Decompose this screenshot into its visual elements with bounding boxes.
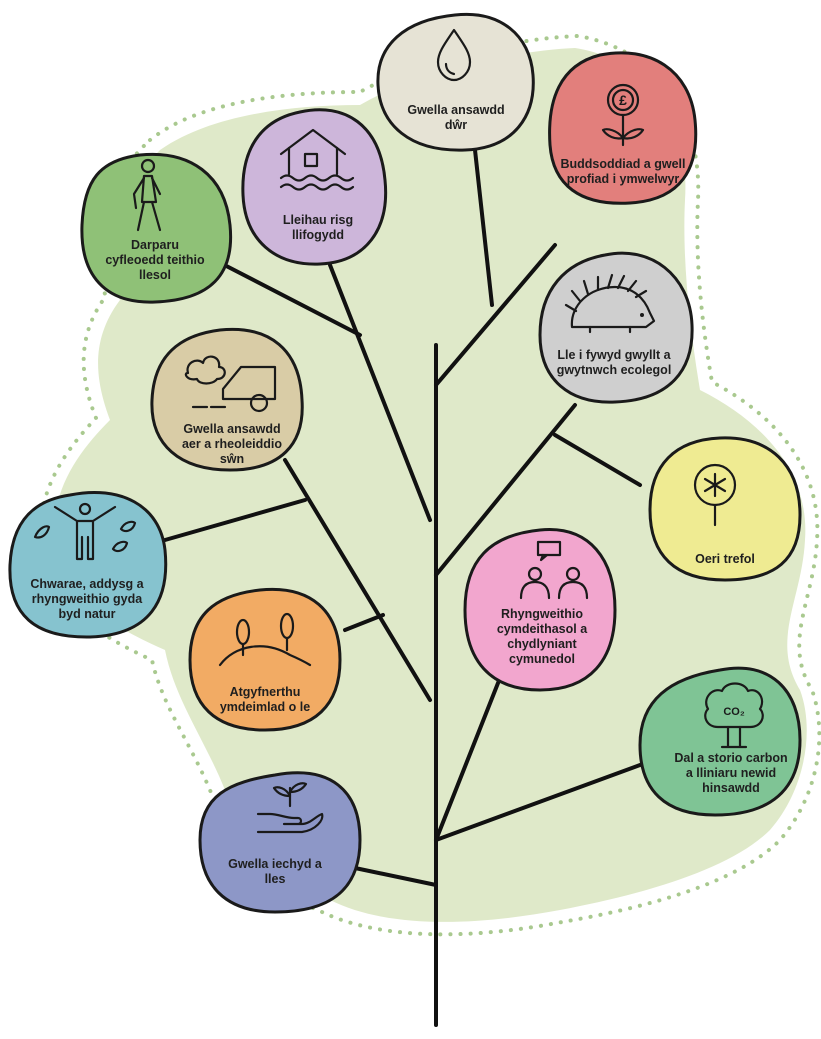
benefit-label-line: hinsawdd (702, 781, 760, 795)
snowflake-tree-icon (693, 463, 737, 527)
benefit-label-line: profiad i ymwelwyr (567, 172, 680, 186)
co2-tree-icon: CO₂ (704, 682, 764, 749)
branch-flood (328, 263, 432, 522)
branch-water (473, 148, 494, 307)
benefit-carbon-blob (638, 666, 802, 817)
benefit-label-line: Lle i fywyd gwyllt a (557, 348, 671, 362)
money-flower-icon: £ (601, 83, 645, 147)
benefit-label-line: chydlyniant (507, 637, 577, 651)
benefit-label-line: dŵr (445, 118, 467, 132)
benefit-label-line: sŵn (220, 452, 244, 466)
branch-place (343, 613, 385, 632)
branch-play (163, 498, 307, 542)
benefit-label-line: cymunedol (509, 652, 575, 666)
walking-person-icon (132, 158, 162, 232)
benefit-label-line: lles (265, 872, 286, 886)
svg-text:£: £ (619, 92, 627, 108)
person-leaves-icon (33, 502, 137, 561)
tree-trunk-branches (163, 148, 642, 1027)
flooded-house-icon (279, 128, 355, 191)
benefit-label-line: Lleihau risg (283, 213, 353, 227)
hill-trees-icon (218, 612, 312, 667)
benefit-label-line: byd natur (59, 607, 116, 621)
branch-social (434, 676, 502, 842)
benefit-label-line: Darparu (131, 238, 179, 252)
benefit-label-line: a lliniaru newid (686, 766, 776, 780)
branch-investment (434, 243, 557, 387)
benefit-label-line: ymdeimlad o le (220, 700, 310, 714)
benefit-cooling-blob (648, 436, 802, 582)
car-exhaust-icon (184, 355, 277, 413)
benefit-label-line: Oeri trefol (695, 552, 755, 566)
benefit-label-line: Chwarae, addysg a (30, 577, 144, 591)
benefit-place-blob (188, 587, 342, 732)
benefit-label-line: cymdeithasol a (497, 622, 588, 636)
benefit-label-line: llesol (139, 268, 171, 282)
benefit-travel-blob (80, 152, 233, 304)
svg-text:CO₂: CO₂ (723, 706, 745, 718)
benefit-label-line: rhyngweithio gyda (32, 592, 143, 606)
benefit-label-line: Gwella ansawdd (407, 103, 504, 117)
benefit-label-line: cyfleoedd teithio (105, 253, 205, 267)
branch-health (353, 866, 438, 887)
benefit-water-blob (376, 12, 535, 152)
benefit-label-line: Rhyngweithio (501, 607, 583, 621)
benefit-label-line: Gwella ansawdd (183, 422, 280, 436)
water-drop-icon (436, 28, 472, 82)
benefit-label-line: gwytnwch ecolegol (557, 363, 672, 377)
hand-seedling-icon (256, 782, 324, 834)
branch-travel (203, 253, 362, 337)
benefit-label-line: llifogydd (292, 228, 344, 242)
branch-air (283, 458, 432, 702)
benefit-cooling: Oeri trefol (648, 436, 802, 582)
benefit-label-line: aer a rheoleiddio (182, 437, 282, 451)
benefit-label-line: Gwella iechyd a (228, 857, 323, 871)
branch-carbon (434, 763, 642, 842)
hedgehog-icon (564, 273, 656, 334)
benefit-health-blob (198, 771, 362, 914)
benefit-cooling-label: Oeri trefol (695, 552, 755, 566)
benefit-flood-blob (241, 108, 388, 266)
people-chat-icon (519, 540, 589, 600)
branch-cooling (553, 433, 642, 487)
benefit-label-line: Dal a storio carbon (674, 751, 787, 765)
benefit-label-line: Buddsoddiad a gwell (560, 157, 685, 171)
benefit-label-line: Atgyfnerthu (230, 685, 301, 699)
branch-wildlife (434, 403, 577, 577)
